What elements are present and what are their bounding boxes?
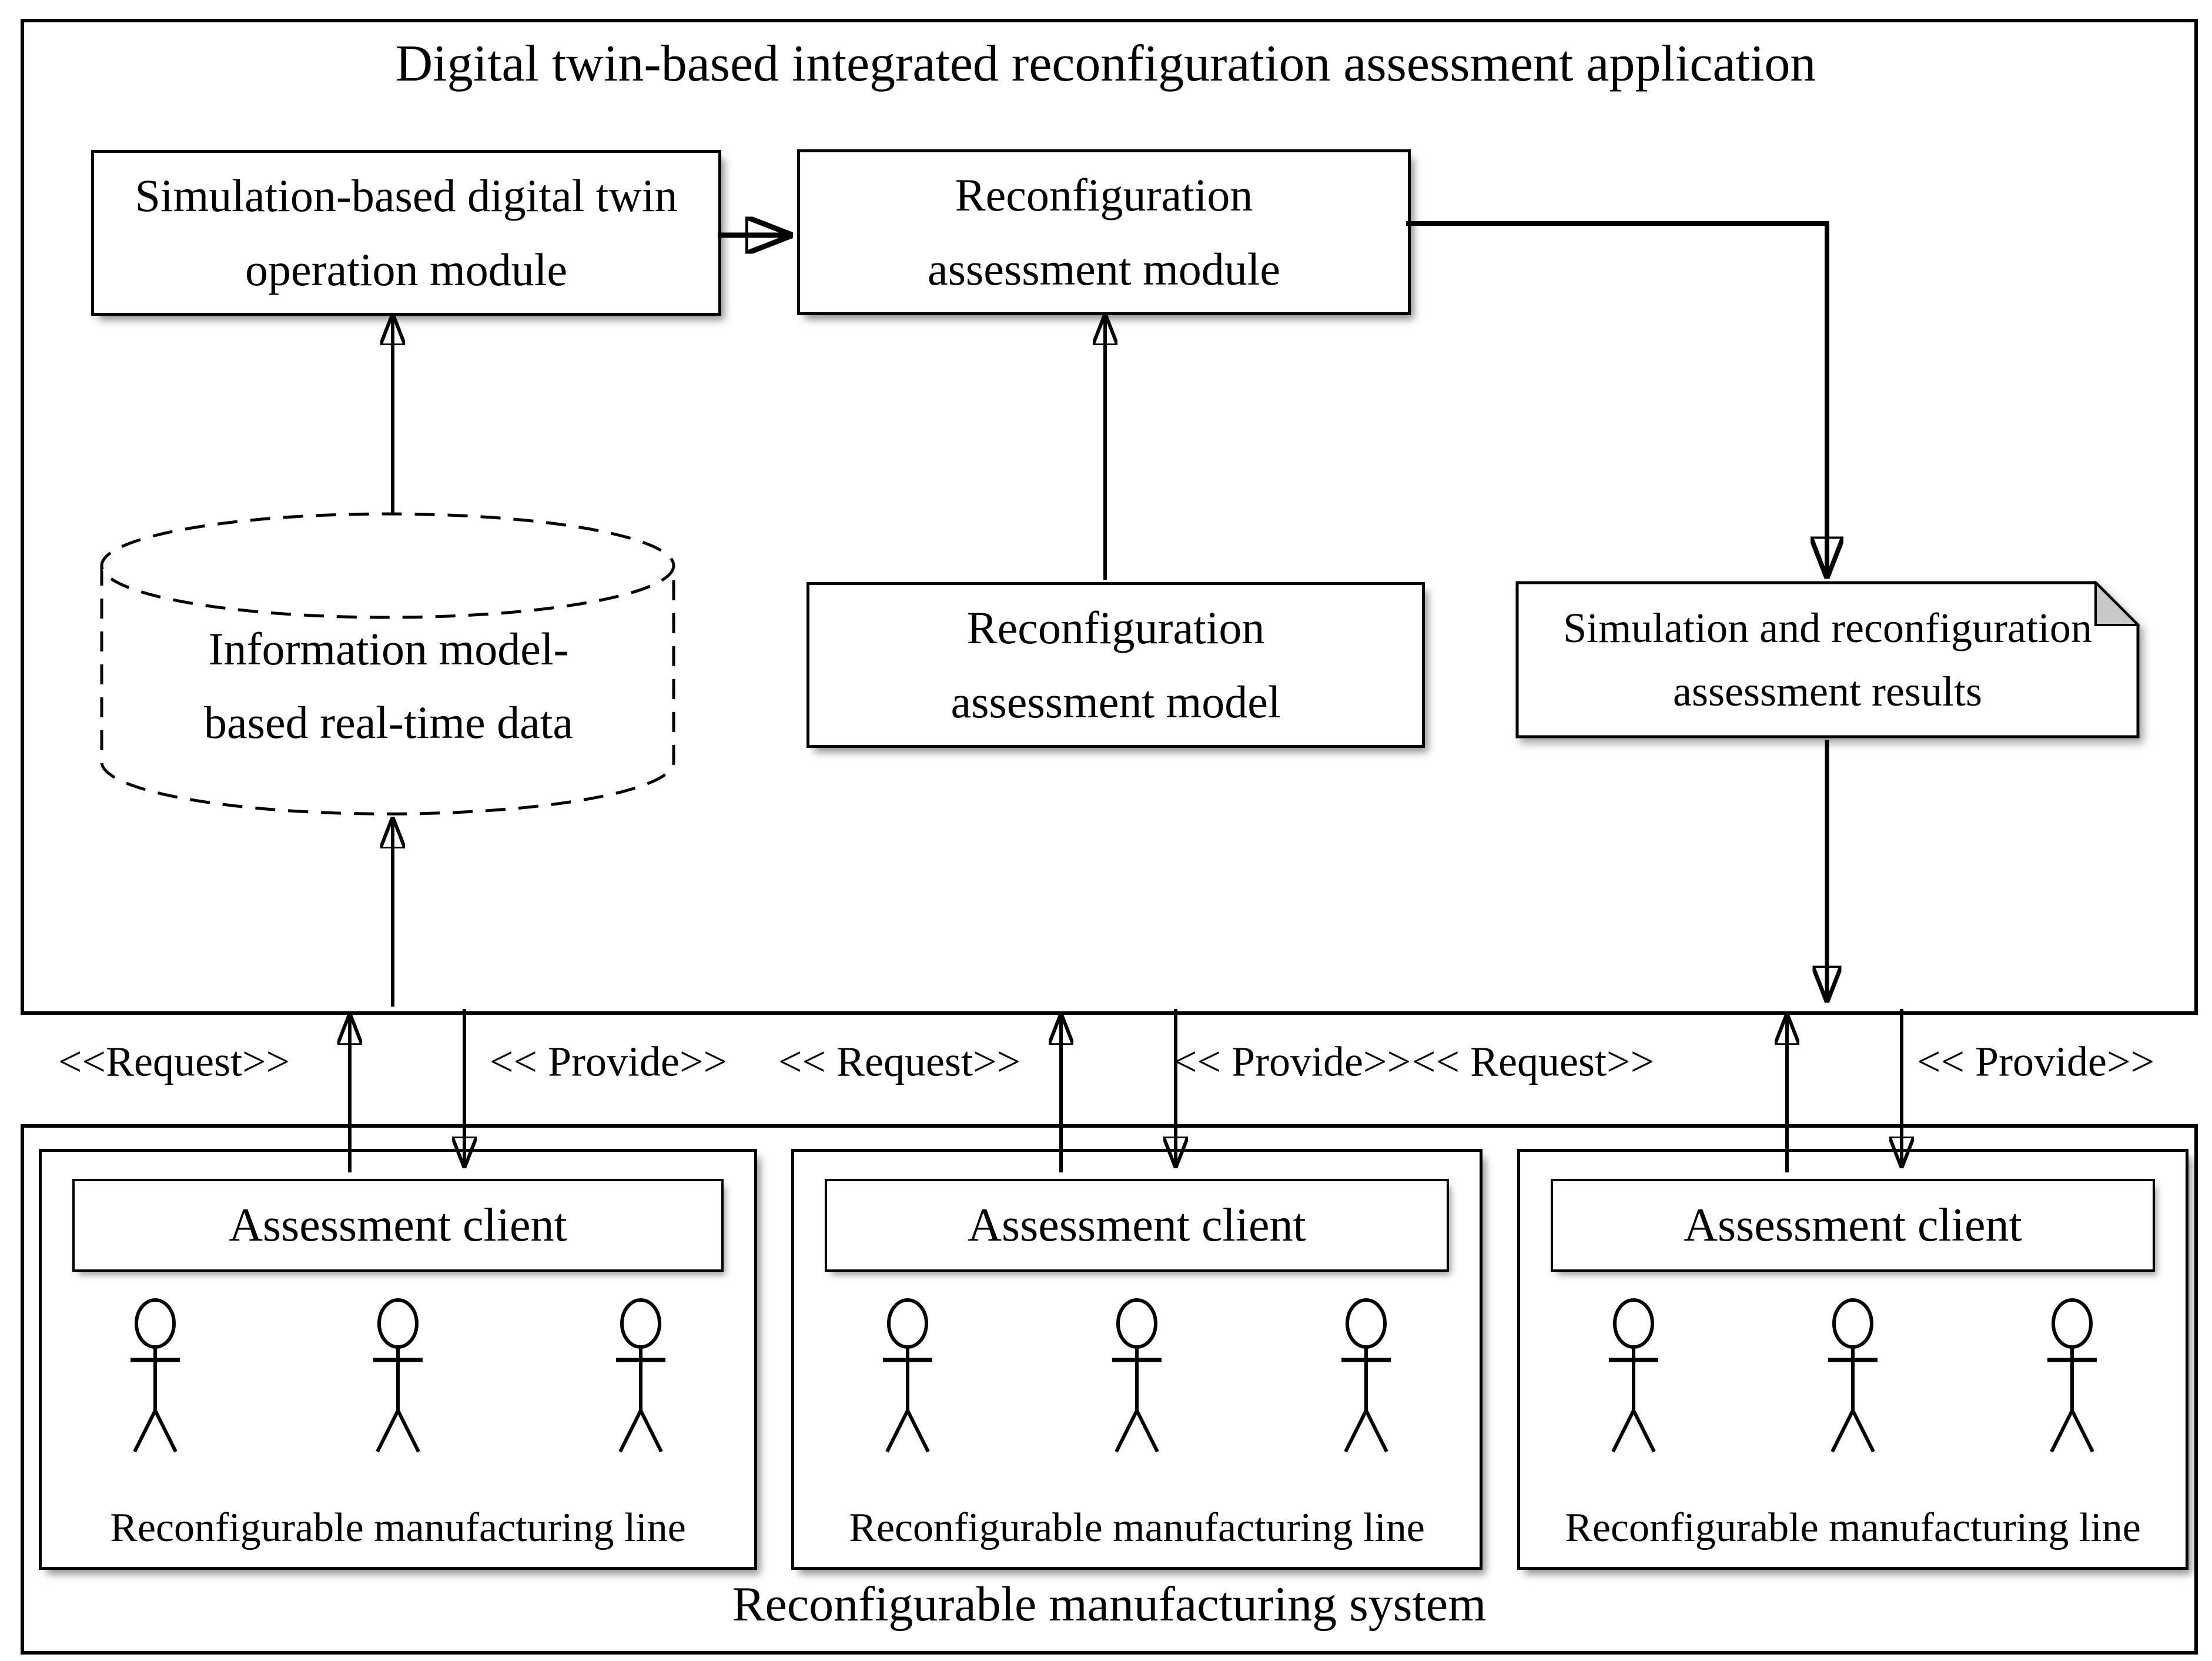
datastore-label-wrap: Information model-based real-time data bbox=[97, 613, 680, 760]
manufacturing-line-caption-2: Reconfigurable manufacturing line bbox=[849, 1505, 1425, 1550]
page-title: Digital twin-based integrated reconfigur… bbox=[395, 35, 1816, 92]
manufacturing-system-container: Assessment client Reconfigurable manufac… bbox=[21, 1124, 2198, 1655]
datastore-label: Information model-based real-time data bbox=[204, 623, 573, 748]
manufacturing-line-caption-1: Reconfigurable manufacturing line bbox=[110, 1505, 686, 1550]
client-box-3: Assessment client Reconfigurable manufac… bbox=[1517, 1149, 2188, 1570]
person-icon bbox=[864, 1298, 952, 1456]
person-icon bbox=[354, 1298, 442, 1456]
flow-label-provide-2: << Provide>> bbox=[1173, 1038, 1411, 1085]
reconfiguration-assessment-model-label: Reconfiguration assessment model bbox=[951, 601, 1281, 727]
system-title: Reconfigurable manufacturing system bbox=[732, 1577, 1487, 1632]
client-box-1: Assessment client Reconfigurable manufac… bbox=[39, 1149, 757, 1570]
assessment-client-box-3: Assessment client bbox=[1551, 1179, 2155, 1272]
reconfiguration-assessment-module-box: Reconfiguration assessment module bbox=[797, 149, 1411, 315]
actors-row-1 bbox=[42, 1298, 754, 1456]
assessment-client-label-2: Assessment client bbox=[968, 1199, 1306, 1251]
flow-label-request-1: <<Request>> bbox=[58, 1038, 290, 1085]
actors-row-2 bbox=[794, 1298, 1480, 1456]
reconfiguration-assessment-model-box: Reconfiguration assessment model bbox=[807, 582, 1425, 748]
client-box-2: Assessment client Reconfigurable manufac… bbox=[791, 1149, 1483, 1570]
assessment-client-box-2: Assessment client bbox=[825, 1179, 1449, 1272]
flow-label-provide-1: << Provide>> bbox=[489, 1038, 728, 1085]
manufacturing-line-caption-3: Reconfigurable manufacturing line bbox=[1565, 1505, 2141, 1550]
person-icon bbox=[1809, 1298, 1897, 1456]
simulation-twin-module-label: Simulation-based digital twin operation … bbox=[135, 169, 678, 295]
person-icon bbox=[2028, 1298, 2116, 1456]
assessment-client-box-1: Assessment client bbox=[72, 1179, 724, 1272]
person-icon bbox=[597, 1298, 685, 1456]
flow-label-provide-3: << Provide>> bbox=[1916, 1038, 2155, 1085]
results-note-label: Simulation and reconfiguration assessmen… bbox=[1563, 604, 2092, 715]
actors-row-3 bbox=[1520, 1298, 2186, 1456]
simulation-twin-module-box: Simulation-based digital twin operation … bbox=[91, 150, 721, 316]
flow-label-request-3: << Request>> bbox=[1411, 1038, 1655, 1085]
assessment-client-label-3: Assessment client bbox=[1684, 1199, 2022, 1251]
person-icon bbox=[1589, 1298, 1678, 1456]
results-note-label-wrap: Simulation and reconfiguration assessmen… bbox=[1515, 581, 2140, 738]
person-icon bbox=[1322, 1298, 1410, 1456]
results-note-shape bbox=[1515, 581, 2140, 738]
person-icon bbox=[1093, 1298, 1181, 1456]
flow-label-request-2: << Request>> bbox=[778, 1038, 1021, 1085]
assessment-client-label-1: Assessment client bbox=[229, 1199, 567, 1251]
datastore-cylinder-icon bbox=[100, 512, 675, 816]
reconfiguration-assessment-module-label: Reconfiguration assessment module bbox=[927, 169, 1281, 295]
person-icon bbox=[111, 1298, 199, 1456]
